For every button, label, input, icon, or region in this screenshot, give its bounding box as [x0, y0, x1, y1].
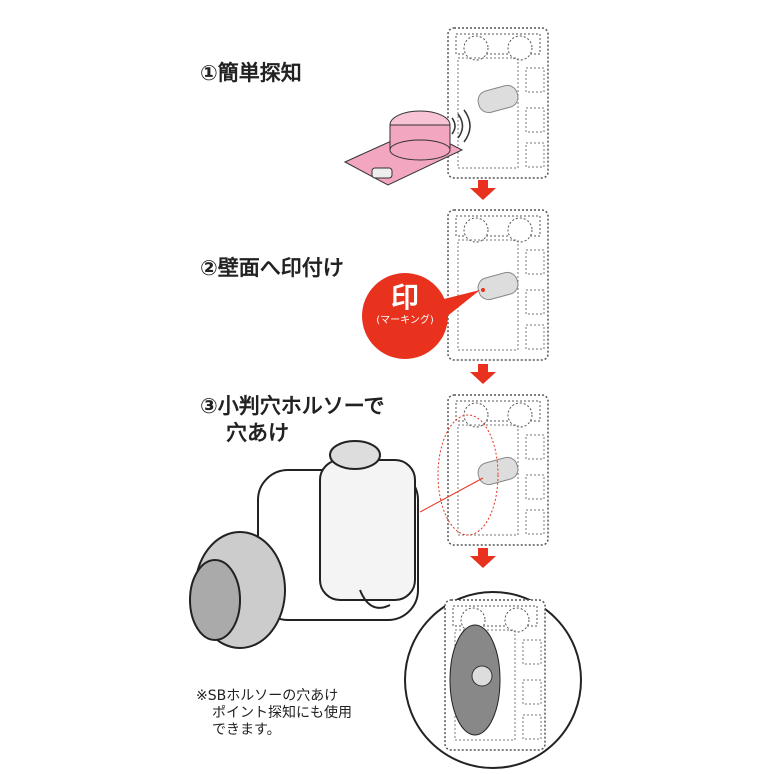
arrow-down-icon — [470, 180, 496, 200]
junction-box-2 — [447, 209, 549, 361]
marking-pointer — [440, 290, 480, 318]
junction-box-1 — [447, 27, 549, 179]
usage-note: ※SBホルソーの穴あけ ポイント探知にも使用 できます。 — [196, 688, 352, 739]
marking-badge-subtitle: (マーキング) — [376, 315, 434, 326]
step-2-label: ②壁面へ印付け — [200, 256, 344, 280]
step-1-label: ①簡単探知 — [200, 61, 302, 85]
marking-badge-title: 印 — [390, 281, 419, 314]
detector-device — [343, 109, 471, 186]
arrow-down-icon — [470, 364, 496, 384]
note-line: ポイント探知にも使用 — [212, 705, 352, 721]
step-3-label-line2: 穴あけ — [226, 421, 289, 445]
zoom-circle — [404, 591, 582, 769]
holesaw-drill — [189, 440, 419, 649]
arrow-down-icon — [470, 548, 496, 568]
junction-box-3 — [419, 394, 549, 546]
note-line: ※SBホルソーの穴あけ — [196, 688, 339, 704]
marking-badge: 印 (マーキング) — [362, 273, 448, 359]
note-line: できます。 — [212, 722, 281, 738]
step-3-label: ③小判穴ホルソーで — [200, 394, 385, 418]
